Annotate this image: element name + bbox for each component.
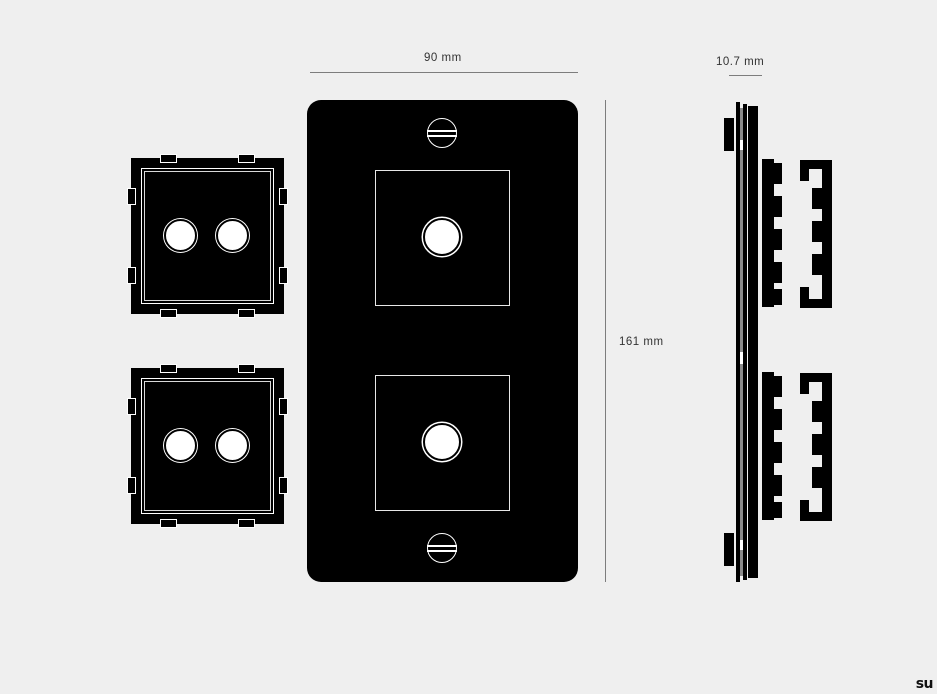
bracket-top-tooth [812,188,822,209]
module-profile-tooth [774,163,782,184]
faceplate-layer-mid [740,108,743,576]
mounting-tab [160,519,177,528]
screw-slot-line [427,545,457,547]
module-knob[interactable] [216,429,249,462]
module-knob[interactable] [164,219,197,252]
module-profile-tooth [774,475,782,496]
mounting-tab [160,364,177,373]
bracket-bottom-lip-lower [800,500,809,512]
dimension-label-height: 161 mm [619,336,664,348]
edge-clip-top [724,118,734,151]
module-profile-tooth [774,376,782,397]
dimension-label-depth: 10.7 mm [716,56,765,68]
module-profile-tooth [774,196,782,217]
module-frame-outline-inner [144,381,271,511]
screw-slot-line [427,135,457,137]
faceplate-layer-back [743,104,747,580]
dimension-line-height [605,100,606,582]
mounting-tab [127,188,136,205]
module-knob[interactable] [164,429,197,462]
insert-module-bottom [127,364,288,528]
bracket-top-spine [822,160,832,308]
bracket-bottom-tooth [812,467,822,488]
bracket-top-tooth [812,254,822,275]
bracket-bottom-tooth [812,401,822,422]
mounting-tab [238,309,255,318]
module-profile-tooth [774,442,782,463]
dimmer-knob-bottom[interactable] [423,423,461,461]
module-frame-outline [141,168,274,304]
edge-clip-bottom [724,533,734,566]
mounting-tab [279,267,288,284]
bracket-top-flange-lower [800,299,824,308]
screw-slot-line [427,130,457,132]
faceplate-notch [740,140,743,150]
dimmer-knob-top[interactable] [423,218,461,256]
mounting-tab [279,477,288,494]
mounting-tab [238,364,255,373]
module-profile-tooth [774,289,782,305]
bracket-bottom-flange-lower [800,512,824,521]
screw-bottom[interactable] [427,533,457,563]
dimension-label-width: 90 mm [424,52,462,64]
faceplate-notch [740,540,743,550]
bracket-bottom-spine [822,373,832,521]
screw-slot-line [427,550,457,552]
insert-module-top [127,154,288,318]
module-profile-tooth [774,262,782,283]
dimension-line-width [310,72,578,73]
module-profile-bottom-spine [762,372,774,520]
module-profile-top-spine [762,159,774,307]
module-knob[interactable] [216,219,249,252]
mounting-tab [127,398,136,415]
mounting-tab [238,154,255,163]
bracket-top-tooth [812,221,822,242]
module-profile-tooth [774,502,782,518]
bracket-bottom-lip-upper [800,382,809,394]
front-plate [307,100,578,582]
dimension-line-depth [729,75,762,76]
module-profile-tooth [774,229,782,250]
bracket-top-lip-lower [800,287,809,299]
bracket-bottom-tooth [812,434,822,455]
watermark-logo: su [915,676,934,692]
module-frame-outline [141,378,274,514]
faceplate-body [748,106,758,578]
mounting-tab [279,398,288,415]
module-frame-outline-inner [144,171,271,301]
mounting-tab [160,309,177,318]
mounting-tab [127,267,136,284]
mounting-tab [160,154,177,163]
bracket-bottom-flange-upper [800,373,824,382]
mounting-tab [279,188,288,205]
faceplate-notch [740,352,743,364]
module-profile-tooth [774,409,782,430]
screw-top[interactable] [427,118,457,148]
bracket-top-flange-upper [800,160,824,169]
mounting-tab [127,477,136,494]
bracket-top-lip-upper [800,169,809,181]
faceplate-layer-front [736,102,740,582]
mounting-tab [238,519,255,528]
